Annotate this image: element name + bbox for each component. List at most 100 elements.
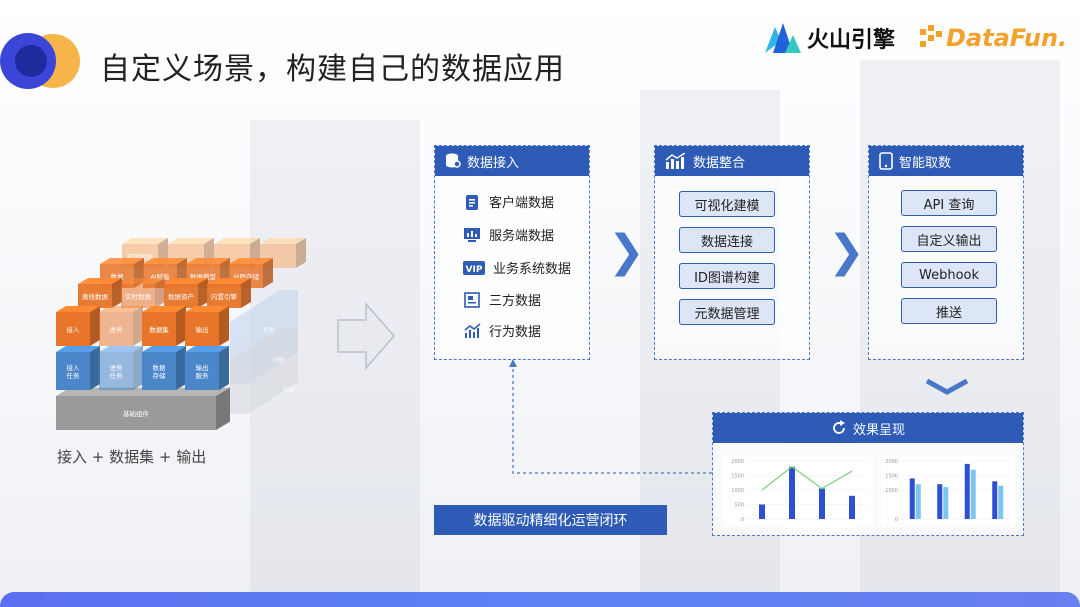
block-label: 基础组件	[123, 409, 150, 418]
block-label: 输出	[196, 325, 209, 334]
y-tick-label: 0	[741, 517, 744, 523]
third-party-icon	[464, 291, 480, 308]
integrate-option-id-graph[interactable]: ID图谱构建	[679, 263, 775, 289]
y-tick-label: 1000	[731, 488, 744, 494]
y-tick-label: 1500	[885, 474, 898, 480]
bar	[759, 504, 765, 519]
source-item-client: 客户端数据	[463, 192, 554, 211]
block-diagram-caption: 接入 + 数据集 + 输出	[57, 448, 207, 466]
block-label: 任务	[110, 371, 124, 380]
database-search-icon	[446, 153, 461, 168]
block-label: 应用数据	[127, 252, 154, 261]
source-item-label: 行为数据	[489, 325, 542, 340]
data-integrate-title: 数据整合	[693, 155, 746, 171]
side-layer-label: 存储	[283, 386, 295, 394]
block-label: 输出	[196, 363, 209, 372]
block-label: 内置引擎	[211, 292, 238, 301]
bar	[915, 484, 921, 519]
y-tick-label: 1500	[731, 474, 744, 480]
source-item-third-party: 三方数据	[463, 290, 541, 309]
volcano-engine-logo: 火山引擎	[765, 18, 895, 58]
block-label: 分群存储	[233, 272, 260, 281]
source-item-label: 业务系统数据	[493, 262, 572, 277]
fetch-option-custom-output[interactable]: 自定义输出	[901, 226, 997, 252]
bar	[849, 495, 855, 519]
block-label: 实时数据	[125, 292, 152, 301]
fetch-option-webhook[interactable]: Webhook	[901, 262, 997, 288]
block-label: 服务	[196, 371, 210, 380]
source-item-label: 客户端数据	[489, 196, 555, 211]
source-item-server: 服务端数据	[463, 225, 554, 244]
block-label: 进务	[110, 363, 124, 372]
effect-title: 效果呈现	[852, 422, 905, 438]
mobile-phone-icon	[879, 152, 893, 170]
right-arrow-icon	[337, 302, 395, 370]
data-ingest-header: 数据接入	[435, 146, 589, 176]
source-item-behavior: 行为数据	[463, 321, 541, 340]
dataset-block: 数据集	[142, 306, 186, 346]
block-label: AI赋能	[150, 272, 170, 281]
trend-line	[761, 466, 853, 491]
y-tick-label: 500	[734, 503, 744, 509]
decorative-circles-icon	[0, 33, 80, 89]
bar	[937, 484, 943, 519]
block-label: 数据模型	[190, 272, 217, 281]
closed-loop-label: 数据驱动精细化运营闭环	[434, 505, 667, 535]
data-ingest-panel: 数据接入 客户端数据 服务端数据 VIP 业务系统数据 三方数据 行为数据	[434, 145, 590, 360]
feedback-loop-line	[509, 359, 712, 474]
data-layer-block: 实时数据	[121, 278, 165, 308]
side-layer-label: 任务	[263, 326, 275, 334]
block-label: 数据	[153, 363, 167, 372]
side-layer-label: 分层	[273, 356, 285, 364]
effect-bar-line-chart: 0 500 1000 1500 2000	[723, 455, 873, 527]
bar	[992, 481, 998, 519]
smart-fetch-header: 智能取数	[869, 146, 1023, 176]
volcano-logo-icon	[765, 23, 801, 53]
block-label: 数据集	[149, 325, 169, 334]
refresh-icon	[833, 420, 845, 434]
y-tick-label: 2000	[731, 459, 744, 465]
datafun-logo: DataFun.	[920, 18, 1067, 58]
source-item-business: VIP 业务系统数据	[463, 258, 571, 277]
source-item-label: 三方数据	[489, 294, 542, 309]
bar	[998, 485, 1004, 519]
fetch-option-api-query[interactable]: API 查询	[901, 190, 997, 216]
block-label: 进务	[110, 325, 124, 334]
bottom-decor-bar	[0, 592, 1080, 607]
server-data-icon	[464, 227, 480, 242]
data-integrate-panel: 数据整合 可视化建模 数据连接 ID图谱构建 元数据管理	[654, 145, 810, 360]
client-data-icon	[466, 194, 478, 210]
bar	[819, 488, 825, 519]
data-ingest-title: 数据接入	[467, 155, 520, 171]
bar	[943, 487, 949, 519]
volcano-brand-text: 火山引擎	[807, 28, 896, 53]
app-block	[260, 238, 306, 268]
vip-icon: VIP	[463, 260, 485, 275]
fetch-option-push[interactable]: 推送	[901, 298, 997, 324]
chevron-right-icon: ❯	[828, 226, 865, 277]
bar	[970, 469, 976, 519]
side-layer-platform	[230, 328, 298, 414]
page-title: 自定义场景，构建自己的数据应用	[100, 52, 565, 87]
growth-chart-icon	[665, 153, 686, 169]
block-label: 存储	[153, 371, 167, 380]
datafun-logo-icon	[920, 25, 942, 47]
dataset-block: 接入	[56, 306, 100, 346]
dataset-block: 输出	[185, 306, 229, 346]
data-integrate-header: 数据整合	[655, 146, 809, 176]
integrate-option-visual-modeling[interactable]: 可视化建模	[679, 191, 775, 217]
y-tick-label: 0	[895, 517, 898, 523]
datafun-brand-text: DataFun.	[946, 24, 1068, 52]
block-label: 接入	[67, 363, 81, 372]
integrate-option-data-connect[interactable]: 数据连接	[679, 227, 775, 253]
y-tick-label: 2000	[885, 459, 898, 465]
integrate-option-metadata[interactable]: 元数据管理	[679, 299, 775, 325]
bar	[964, 463, 970, 519]
block-label: 数据	[111, 272, 125, 281]
chevron-right-icon: ❯	[608, 226, 645, 277]
bar	[909, 478, 915, 519]
